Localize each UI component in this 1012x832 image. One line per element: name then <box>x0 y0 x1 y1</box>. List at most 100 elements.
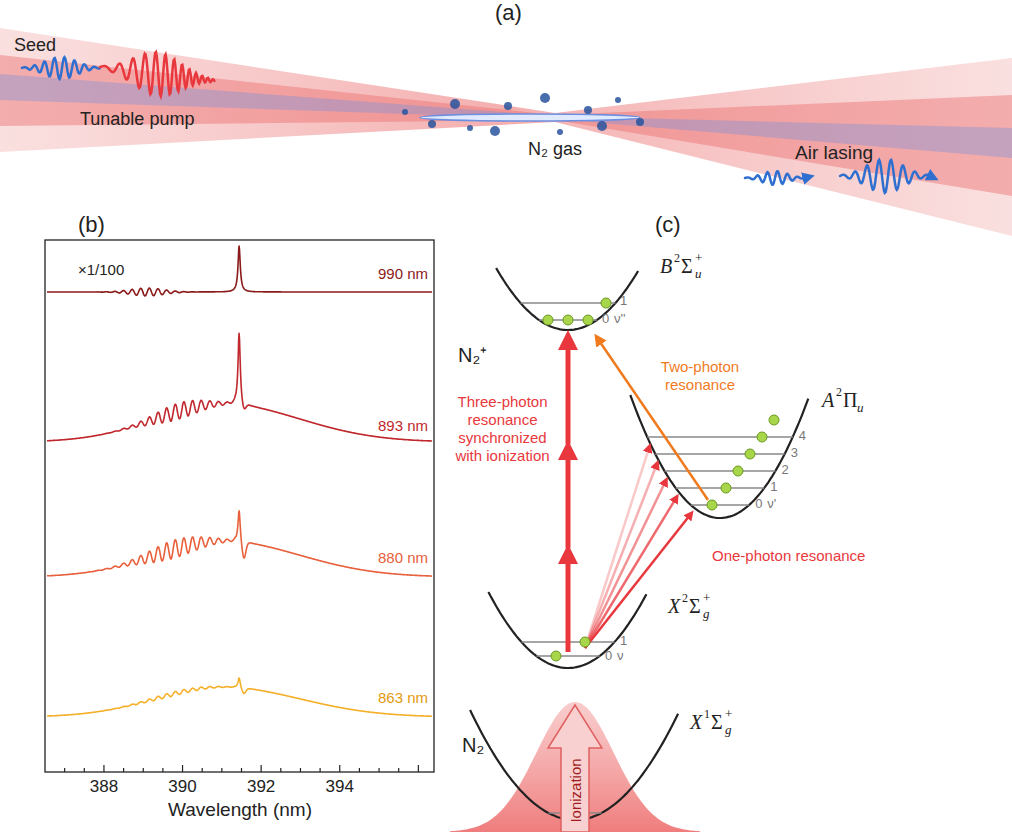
figure-label: 2 <box>781 463 788 476</box>
vibrational-level <box>691 504 749 505</box>
state-symbol: g <box>725 723 732 736</box>
pump-beam-outer <box>0 28 1012 236</box>
spectrum-curve <box>47 678 432 716</box>
state-symbol: B <box>660 256 672 276</box>
state-symbol: 2 <box>674 252 680 264</box>
one-photon-arrow <box>585 484 664 648</box>
figure-label: 394 <box>326 778 354 795</box>
n2-molecule <box>615 97 621 103</box>
three-photon-arrow <box>566 456 571 548</box>
figure-label: 388 <box>90 778 118 795</box>
one-photon-arrow <box>585 467 656 648</box>
vibrational-level <box>676 487 765 488</box>
axis-tick <box>359 768 360 772</box>
figure-label: ν' <box>767 497 776 510</box>
state-symbol: Σ <box>711 712 723 732</box>
figure-label: ν'' <box>614 312 625 325</box>
n2-molecule <box>597 121 607 131</box>
figure-label: 863 nm <box>378 690 428 705</box>
vibrational-level <box>655 453 784 454</box>
spectrum-curve <box>47 333 432 441</box>
light-pulse <box>840 160 930 193</box>
population-dot <box>707 500 717 510</box>
axis-tick <box>300 768 301 772</box>
population-dot <box>721 483 731 493</box>
figure-label: 392 <box>247 778 275 795</box>
state-symbol: 1 <box>704 708 710 720</box>
figure-label: 4 <box>799 429 806 442</box>
figure-label: 3 <box>791 446 798 459</box>
state-symbol: 2 <box>682 592 688 604</box>
figure-label: (c) <box>655 214 681 236</box>
figure-label: N₂ gas <box>528 140 582 158</box>
n2-molecule <box>467 125 473 131</box>
figure-label: N₂⁺ <box>458 345 487 365</box>
state-symbol: g <box>703 607 710 620</box>
axis-tick <box>84 768 85 772</box>
population-dot <box>769 415 779 425</box>
n2-molecule <box>450 99 460 109</box>
plasma-filament <box>420 114 640 121</box>
figure-label: 990 nm <box>378 266 428 281</box>
axis-tick <box>143 768 144 772</box>
figure-label: Tunable pump <box>80 110 194 128</box>
n2-molecule <box>557 129 563 135</box>
axis-tick <box>241 768 242 772</box>
figure-label: N₂ <box>462 735 484 755</box>
figure-label: (b) <box>78 214 105 236</box>
one-photon-arrow <box>585 501 675 648</box>
spectrum-curve <box>47 246 432 296</box>
state-symbol: u <box>695 267 702 280</box>
laser-intensity-profile <box>450 702 700 832</box>
figure-label: 893 nm <box>378 418 428 433</box>
axis-tick <box>221 768 222 772</box>
figure-label: ×1/100 <box>78 262 124 277</box>
population-dot <box>733 466 743 476</box>
state-symbol: X <box>690 712 702 732</box>
figure-label: Three-photon resonance synchronized with… <box>450 393 555 465</box>
population-dot <box>757 432 767 442</box>
n2-molecule <box>504 102 512 110</box>
figure-label: 0 <box>605 649 612 662</box>
figure-label: Two-photon resonance <box>655 358 745 394</box>
state-symbol: A <box>822 390 834 410</box>
n2-molecule <box>540 93 550 103</box>
n2-molecule <box>402 109 408 115</box>
n2-molecule <box>490 126 500 136</box>
axis-tick <box>280 768 281 772</box>
ionization-arrow <box>548 705 602 832</box>
one-photon-arrow <box>585 517 689 648</box>
light-pulse <box>100 52 214 96</box>
figure-label: ν <box>617 649 624 662</box>
figure-label: 390 <box>168 778 196 795</box>
state-symbol: + <box>703 591 710 604</box>
vibrational-level <box>536 655 599 656</box>
axis-tick <box>162 768 163 772</box>
state-symbol: Π <box>843 390 857 410</box>
axis-tick <box>378 768 379 772</box>
population-dot <box>583 315 593 325</box>
figure-label: 1 <box>620 294 627 307</box>
axis-tick <box>398 768 399 772</box>
n2-molecule <box>584 106 592 114</box>
state-symbol: 2 <box>836 386 842 398</box>
state-symbol: u <box>857 401 864 414</box>
n2-molecule <box>428 120 436 128</box>
axis-tick <box>261 765 262 772</box>
figure-label: Wavelength (nm) <box>168 800 312 819</box>
figure-label: 0 <box>755 497 762 510</box>
figure-label: 1 <box>620 634 627 647</box>
figure-label: 0 <box>602 312 609 325</box>
axis-tick <box>339 765 340 772</box>
axis-tick <box>103 765 104 772</box>
axis-tick <box>182 765 183 772</box>
light-pulse <box>745 171 805 184</box>
figure-label: (a) <box>495 2 522 24</box>
population-dot <box>551 651 561 661</box>
b-state-potential <box>496 268 638 330</box>
three-photon-arrow <box>566 346 571 444</box>
one-photon-arrow <box>585 451 648 648</box>
axis-tick <box>123 768 124 772</box>
ionization-label: Ionization <box>568 758 583 822</box>
axis-tick <box>202 768 203 772</box>
